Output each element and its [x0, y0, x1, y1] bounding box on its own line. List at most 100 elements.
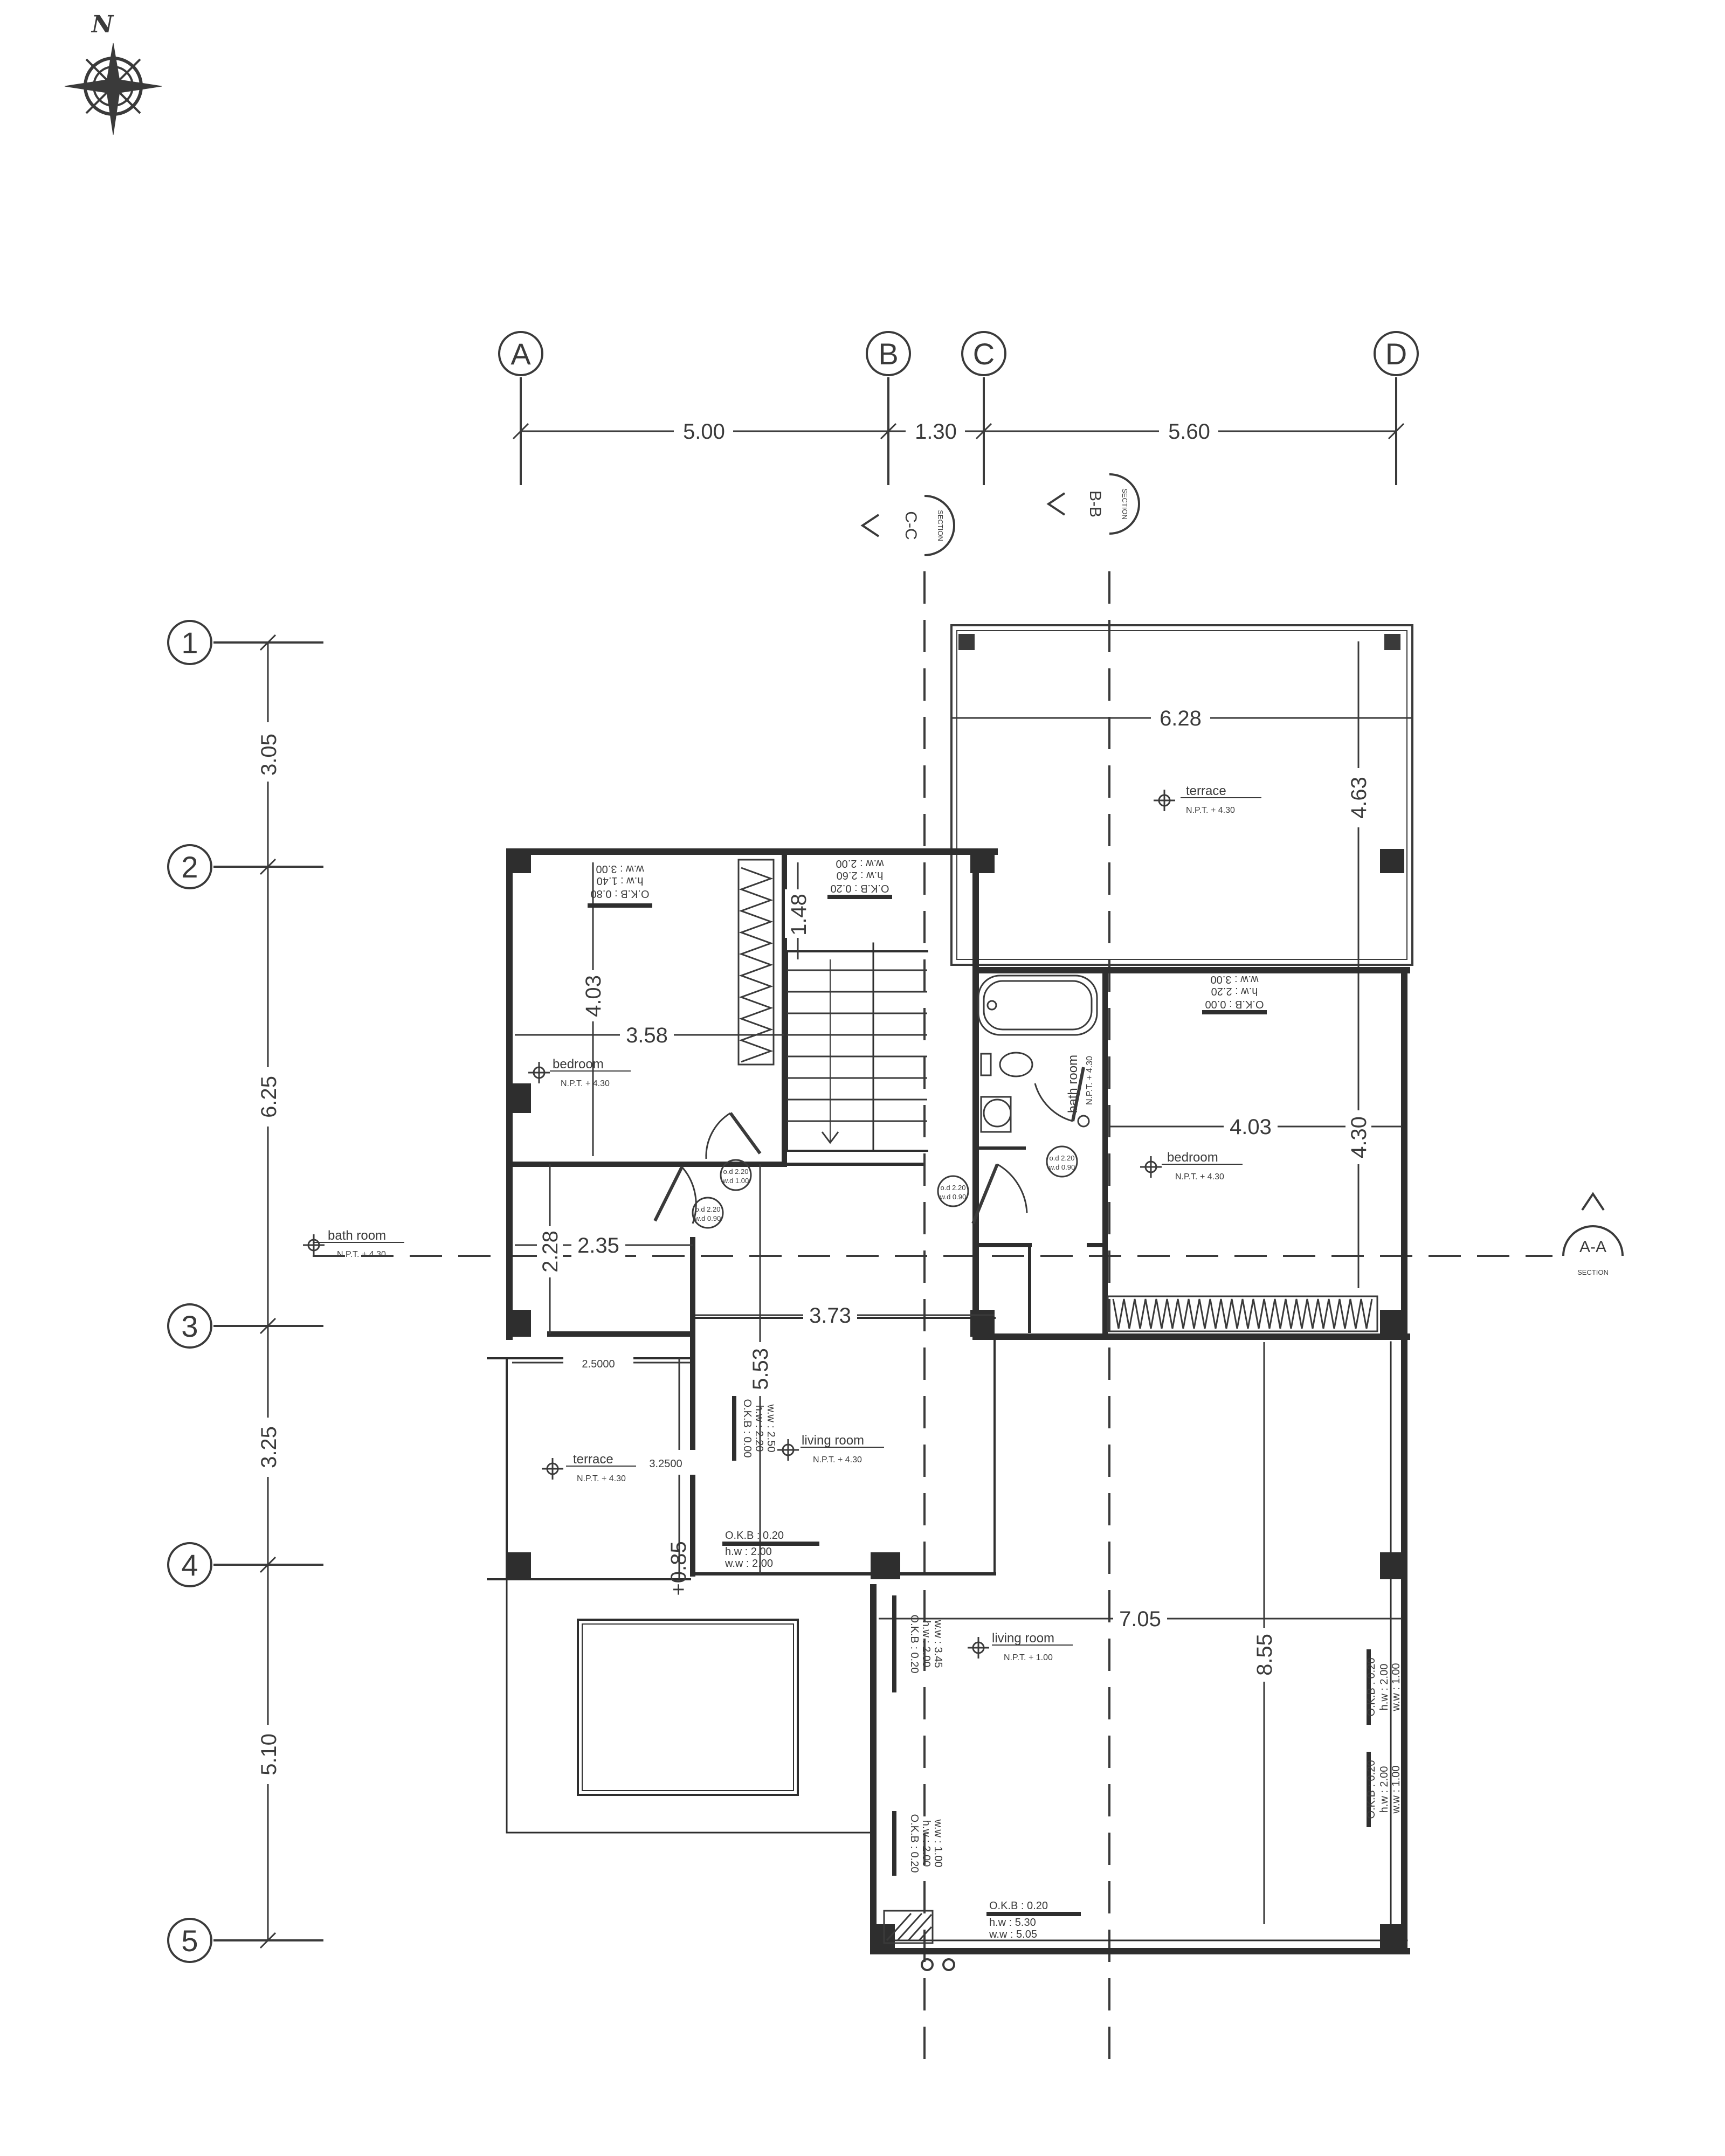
window-tag-okb: O.K.B : 0.20: [1365, 1658, 1377, 1717]
grid-col-label: C: [973, 337, 995, 371]
grid-row-label: 1: [181, 626, 198, 660]
dim-terrace-left-h: 3.2500: [649, 1458, 682, 1470]
grid-row-label: 4: [181, 1548, 198, 1582]
window-tag-okb: O.K.B : 0.20: [725, 1530, 784, 1542]
window-tag-okb: O.K.B : 0.20: [908, 1615, 920, 1674]
dim-bath-h: 2.28: [539, 1231, 562, 1273]
room-living-lower-name: living room: [992, 1631, 1054, 1646]
room-living-upper-level: N.P.T. + 4.30: [813, 1455, 862, 1464]
section-aa-label: A-A: [1579, 1238, 1606, 1256]
window-tag-ww: w.w : 1.00: [1390, 1766, 1402, 1814]
room-label-underlines: [313, 797, 1261, 1646]
room-bedroom-left-name: bedroom: [553, 1057, 604, 1072]
room-terrace-top-name: terrace: [1186, 784, 1226, 798]
interior-dim-masks: [537, 889, 1371, 1682]
section-bb-sub: SECTION: [1121, 488, 1129, 520]
window-tag-ww: w.w : 5.05: [989, 1929, 1037, 1940]
north-label: N: [91, 11, 114, 38]
window-tag-ww: w.w : 2.00: [724, 1558, 773, 1570]
window-tag-okb: O.K.B : 0.20: [908, 1814, 920, 1873]
row-dim: 6.25: [257, 1076, 281, 1118]
window-tag-okb: O.K.B : 0.20: [831, 882, 889, 894]
window-tag-bars: [588, 895, 1371, 1916]
room-terrace-left-name: terrace: [573, 1452, 613, 1467]
stair-treads: [787, 959, 927, 1144]
room-bath-left-name: bath room: [328, 1228, 386, 1243]
window-tag-hw: h.w : 2.00: [920, 1621, 932, 1668]
grid-row-label: 3: [181, 1309, 198, 1343]
column-dim: 5.00: [683, 420, 725, 444]
grid-row-label: 2: [181, 850, 198, 884]
room-bath-vert-name: bath room: [1066, 1055, 1080, 1113]
door-tag-b: w.d 0.90: [1048, 1163, 1075, 1171]
north-arrow: N: [64, 11, 162, 135]
room-living-lower-level: N.P.T. + 1.00: [1004, 1653, 1053, 1662]
dim-bedroom-left-h: 4.03: [582, 975, 605, 1017]
window-tag-hw: h.w : 2.00: [1378, 1664, 1390, 1711]
window-tag-hw: h.w : 5.30: [989, 1917, 1036, 1929]
dim-terrace-left-w: 2.5000: [582, 1358, 615, 1370]
room-bath-vert-level: N.P.T. + 4.30: [1085, 1056, 1094, 1105]
dim-bedroom-right-h: 4.30: [1347, 1116, 1371, 1158]
room-bath-left-level: N.P.T. + 4.30: [337, 1250, 386, 1259]
section-cc-label: C-C: [902, 511, 920, 540]
dim-step: +0.85: [667, 1541, 691, 1595]
grid-col-label: D: [1385, 337, 1407, 371]
window-tag-hw: h.w : 2.20: [1211, 985, 1258, 997]
dim-bath-w: 2.35: [577, 1234, 619, 1257]
window-tag-ww: w.w : 3.45: [932, 1620, 944, 1668]
section-aa-sub: SECTION: [1577, 1268, 1609, 1276]
window-tag-ww: w.w : 2.50: [765, 1404, 777, 1453]
section-lines: [313, 571, 1552, 2070]
grid-col-label: A: [510, 337, 531, 371]
columns: [507, 849, 1404, 1951]
walls: [487, 848, 1410, 1954]
column-dim: 1.30: [915, 420, 957, 444]
section-bb-label: B-B: [1086, 490, 1104, 517]
section-marker-bb: [1046, 473, 1140, 535]
section-marker-aa: [1562, 1192, 1624, 1256]
grid-rows: [167, 620, 323, 1963]
dim-bedroom-left-w: 3.58: [626, 1024, 668, 1047]
door-tag-a: o.d 2.20: [695, 1205, 721, 1213]
door-tag-a: o.d 2.20: [941, 1184, 966, 1192]
grid-row-label: 5: [181, 1924, 198, 1958]
room-living-upper-name: living room: [802, 1433, 864, 1448]
room-terrace-top-level: N.P.T. + 4.30: [1186, 806, 1235, 815]
grid-columns: [498, 331, 1419, 485]
window-tag-hw: h.w : 2.60: [837, 869, 884, 881]
section-marker-cc: [860, 495, 955, 556]
row-dim: 3.05: [257, 734, 281, 776]
dim-living-up-h: 5.53: [749, 1348, 772, 1390]
dim-living-up-w: 3.73: [809, 1304, 851, 1328]
window-tag-okb: O.K.B : 0.80: [591, 888, 650, 900]
room-terrace-left-level: N.P.T. + 4.30: [577, 1474, 626, 1483]
window-tag-ww: w.w : 2.00: [836, 858, 885, 869]
window-tag-ww: w.w : 3.00: [596, 863, 645, 875]
room-bedroom-right-name: bedroom: [1167, 1150, 1218, 1165]
dim-terrace-w: 6.28: [1160, 707, 1202, 730]
room-bedroom-right-level: N.P.T. + 4.30: [1175, 1172, 1224, 1181]
dim-bedroom-right-w: 4.03: [1230, 1115, 1272, 1139]
door-tag-b: w.d 1.00: [722, 1177, 749, 1185]
section-cc-sub: SECTION: [936, 510, 944, 541]
bath-fixtures: [977, 975, 1098, 1133]
window-tag-okb: O.K.B : 0.00: [1205, 998, 1264, 1010]
door-tag-a: o.d 2.20: [1050, 1154, 1075, 1162]
wardrobe: [737, 859, 1378, 1944]
window-tag-hw: h.w : 2.00: [725, 1546, 772, 1558]
grid-col-label: B: [878, 337, 898, 371]
window-tag-hw: h.w : 2.20: [753, 1405, 765, 1452]
room-bedroom-left-level: N.P.T. + 4.30: [561, 1079, 610, 1088]
dim-terrace-h: 4.63: [1347, 777, 1371, 819]
dim-stair-top: 1.48: [787, 894, 811, 936]
window-tag-okb: O.K.B : 0.20: [1365, 1760, 1377, 1819]
window-tag-okb: O.K.B : 0.20: [989, 1900, 1048, 1912]
row-dim: 5.10: [257, 1733, 281, 1775]
window-tag-ww: w.w : 3.00: [1211, 973, 1259, 985]
window-tag-hw: h.w : 2.00: [920, 1820, 932, 1867]
window-tag-ww: w.w : 1.00: [932, 1819, 944, 1868]
door-tag-circles: [692, 1145, 1078, 1229]
window-tag-ww: w.w : 1.00: [1390, 1663, 1402, 1712]
